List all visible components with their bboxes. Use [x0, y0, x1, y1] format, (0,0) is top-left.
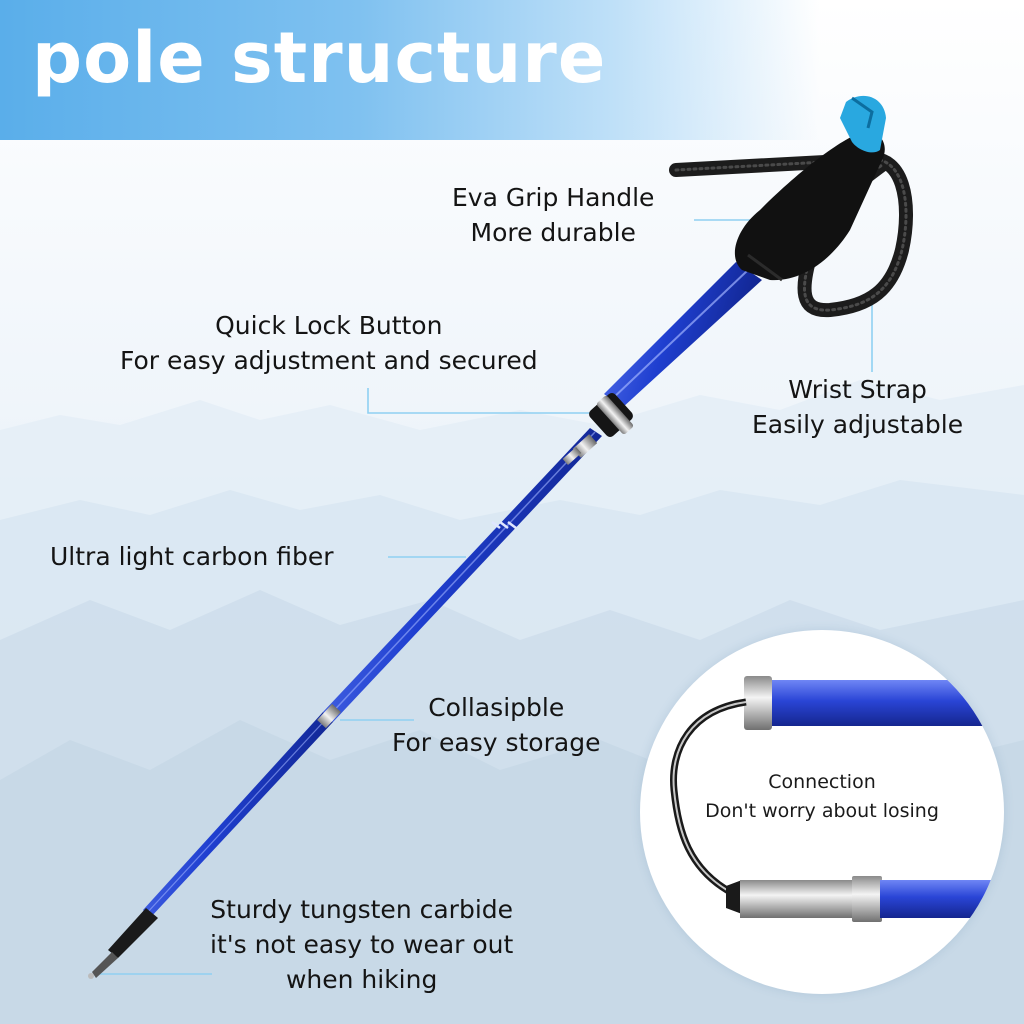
tip-desc-1: it's not easy to wear out	[210, 930, 514, 959]
grip-desc: More durable	[470, 218, 636, 247]
tip-desc-2: when hiking	[285, 965, 438, 994]
callout-carbon: Ultra light carbon fiber	[50, 539, 334, 574]
callout-grip: Eva Grip Handle More durable	[452, 180, 654, 250]
quick-lock-clamp	[562, 393, 634, 465]
lock-title: Quick Lock Button	[215, 311, 443, 340]
tungsten-tip	[88, 908, 158, 979]
connection-detail-inset: Connection Don't worry about losing	[640, 630, 1004, 994]
collapse-joint	[317, 703, 341, 729]
strap-title: Wrist Strap	[788, 375, 927, 404]
connection-caption: Connection Don't worry about losing	[640, 768, 1004, 826]
callout-strap: Wrist Strap Easily adjustable	[752, 372, 963, 442]
callout-tip: Sturdy tungsten carbide it's not easy to…	[210, 892, 513, 997]
connection-title: Connection	[768, 771, 876, 793]
upper-shaft	[604, 262, 762, 408]
lock-desc: For easy adjustment and secured	[120, 346, 538, 375]
callout-lock: Quick Lock Button For easy adjustment an…	[120, 308, 538, 378]
carbon-title: Ultra light carbon fiber	[50, 542, 334, 571]
connection-desc: Don't worry about losing	[705, 800, 939, 822]
grip-title: Eva Grip Handle	[452, 183, 655, 212]
collapse-title: Collasipble	[428, 693, 565, 722]
lock-leader	[367, 388, 594, 414]
strap-desc: Easily adjustable	[752, 410, 964, 439]
connection-detail-illustration	[670, 676, 1004, 922]
pole-shaft	[143, 262, 762, 918]
tip-title: Sturdy tungsten carbide	[210, 895, 514, 924]
collapse-desc: For easy storage	[392, 728, 601, 757]
eva-grip-handle	[734, 95, 886, 282]
callout-collapse: Collasipble For easy storage	[392, 690, 600, 760]
page-title: pole structure	[32, 17, 607, 99]
